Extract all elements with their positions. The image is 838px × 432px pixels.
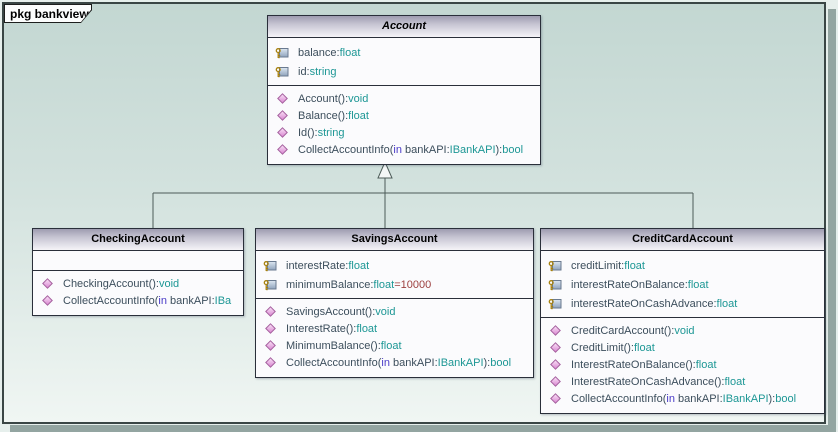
member-text: CollectAccountInfo(in bankAPI:IBankAPI):… [571,392,797,405]
attribute-row[interactable]: interestRateOnCashAdvance:float [541,294,824,313]
operation-row[interactable]: InterestRateOnBalance():float [541,356,824,373]
member-text: InterestRate():float [286,322,378,335]
key-icon [548,279,562,291]
key-icon [263,260,277,272]
operation-row[interactable]: Balance():float [268,107,540,124]
operation-row[interactable]: InterestRateOnCashAdvance():float [541,373,824,390]
attribute-row[interactable]: minimumBalance:float=10000 [256,275,533,294]
diamond-icon [275,93,289,104]
operation-row[interactable]: CheckingAccount():void [33,275,243,292]
operation-row[interactable]: CollectAccountInfo(in bankAPI:IBankAPI):… [256,354,533,371]
operation-row[interactable]: CollectAccountInfo(in bankAPI:IBa [33,292,243,309]
frame-drop-shadow-bottom [10,425,836,432]
operation-row[interactable]: InterestRate():float [256,320,533,337]
member-text: SavingsAccount():void [286,305,396,318]
attribute-row[interactable]: interestRate:float [256,256,533,275]
frame-drop-shadow-right [828,9,836,432]
attribute-row[interactable]: interestRateOnBalance:float [541,275,824,294]
diamond-icon [548,359,562,370]
class-title-savingsaccount: SavingsAccount [256,229,533,251]
member-text: interestRate:float [286,259,370,272]
key-icon [275,47,289,59]
diamond-icon [263,323,277,334]
member-text: CheckingAccount():void [63,277,180,290]
diamond-icon [263,306,277,317]
member-text: Balance():float [298,109,369,122]
diamond-icon [40,278,54,289]
class-title-creditcardaccount: CreditCardAccount [541,229,824,251]
operation-row[interactable]: Account():void [268,90,540,107]
operation-row[interactable]: MinimumBalance():float [256,337,533,354]
class-box-account[interactable]: Account balance:float id:string Account()… [267,15,541,165]
member-text: MinimumBalance():float [286,339,402,352]
class-box-savingsaccount[interactable]: SavingsAccount interestRate:float minimum… [255,228,534,378]
package-tab-fill: pkg bankview [5,5,91,22]
diamond-icon [263,340,277,351]
operation-row[interactable]: Id():string [268,124,540,141]
member-text: Account():void [298,92,369,105]
key-icon [548,260,562,272]
diamond-icon [548,376,562,387]
member-text: InterestRateOnBalance():float [571,358,717,371]
attributes-compartment [33,251,243,271]
member-text: balance:float [298,46,361,59]
member-text: creditLimit:float [571,259,645,272]
member-text: Id():string [298,126,345,139]
diamond-icon [275,127,289,138]
operation-row[interactable]: SavingsAccount():void [256,303,533,320]
member-text: minimumBalance:float=10000 [286,278,432,291]
diamond-icon [548,342,562,353]
key-icon [263,279,277,291]
class-title-checkingaccount: CheckingAccount [33,229,243,251]
package-tab[interactable]: pkg bankview [4,4,92,23]
class-box-creditcardaccount[interactable]: CreditCardAccount creditLimit:float inter… [540,228,825,414]
member-text: id:string [298,65,337,78]
attribute-row[interactable]: creditLimit:float [541,256,824,275]
package-tab-label: pkg bankview [10,7,89,21]
diamond-icon [548,325,562,336]
diamond-icon [548,393,562,404]
operation-row[interactable]: CreditCardAccount():void [541,322,824,339]
attribute-row[interactable]: balance:float [268,43,540,62]
member-text: CreditCardAccount():void [571,324,695,337]
class-title-account: Account [268,16,540,38]
diamond-icon [275,110,289,121]
operation-row[interactable]: CollectAccountInfo(in bankAPI:IBankAPI):… [541,390,824,407]
key-icon [275,66,289,78]
member-text: CollectAccountInfo(in bankAPI:IBa [63,294,232,307]
member-text: CollectAccountInfo(in bankAPI:IBankAPI):… [298,143,524,156]
member-text: CollectAccountInfo(in bankAPI:IBankAPI):… [286,356,512,369]
member-text: CreditLimit():float [571,341,655,354]
key-icon [548,298,562,310]
attributes-compartment: creditLimit:float interestRateOnBalance:f… [541,251,824,318]
diamond-icon [40,295,54,306]
diamond-icon [263,357,277,368]
diamond-icon [275,144,289,155]
member-text: interestRateOnBalance:float [571,278,709,291]
attributes-compartment: interestRate:float minimumBalance:float=1… [256,251,533,299]
member-text: interestRateOnCashAdvance:float [571,297,738,310]
attribute-row[interactable]: id:string [268,62,540,81]
member-text: InterestRateOnCashAdvance():float [571,375,746,388]
operation-row[interactable]: CreditLimit():float [541,339,824,356]
attributes-compartment: balance:float id:string [268,38,540,86]
operation-row[interactable]: CollectAccountInfo(in bankAPI:IBankAPI):… [268,141,540,158]
